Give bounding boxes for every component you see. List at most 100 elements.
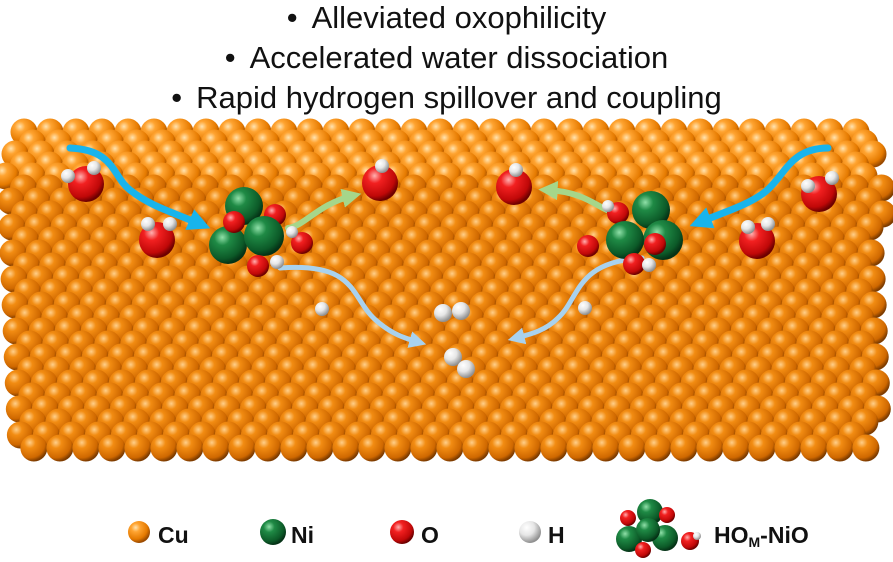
h-atom	[509, 163, 523, 177]
copper-slab	[0, 118, 893, 462]
cu-atom	[748, 434, 776, 462]
bullet-dot: •	[224, 40, 236, 75]
legend-cluster-icon	[659, 507, 675, 523]
cu-atom	[358, 434, 386, 462]
bullet-text: Accelerated water dissociation	[249, 40, 669, 75]
h-atom	[434, 304, 452, 322]
water-arrow-right	[689, 144, 832, 229]
cu-atom	[800, 434, 828, 462]
legend-label-h: H	[548, 522, 565, 548]
o-atom	[362, 165, 398, 201]
o-atom	[247, 255, 269, 277]
legend-cluster-sub: M	[748, 534, 761, 550]
legend-cluster-icon	[693, 532, 701, 540]
cu-atom	[644, 434, 672, 462]
cu-atom	[852, 434, 880, 462]
legend-label-o: O	[421, 522, 439, 548]
h-atom	[741, 220, 755, 234]
legend-cluster-icon	[620, 510, 636, 526]
bullet-item: • Rapid hydrogen spillover and coupling	[0, 80, 893, 116]
h-atom	[87, 161, 101, 175]
cu-atom	[540, 434, 568, 462]
bullet-dot: •	[286, 0, 298, 35]
legend-o-icon	[390, 520, 414, 544]
water-arrow-left	[66, 144, 211, 230]
cu-atom	[514, 434, 542, 462]
legend-cluster-main: HO	[714, 522, 749, 548]
cu-atom	[618, 434, 646, 462]
h-atom	[457, 360, 475, 378]
h-atom	[801, 179, 815, 193]
h-atom	[761, 217, 775, 231]
o-atom	[623, 253, 645, 275]
h-atom	[375, 159, 389, 173]
o-atom	[644, 233, 666, 255]
cu-atom	[826, 434, 854, 462]
cu-atom	[72, 434, 100, 462]
o-atom	[223, 211, 245, 233]
hydrogen-arrow-right	[507, 255, 645, 345]
cu-atom	[566, 434, 594, 462]
cu-atom	[202, 434, 230, 462]
legend-cluster-icon	[637, 499, 663, 525]
adsorbed-molecules	[61, 159, 839, 378]
cu-atom	[670, 434, 698, 462]
h-atom	[578, 301, 592, 315]
ni-atom	[606, 221, 644, 259]
bullet-text: Rapid hydrogen spillover and coupling	[196, 80, 722, 115]
cu-atom	[124, 434, 152, 462]
legend-ni-icon	[260, 519, 286, 545]
legend-cluster-icon	[616, 526, 642, 552]
legend	[128, 499, 701, 558]
cu-atom	[722, 434, 750, 462]
legend-label-cu: Cu	[158, 522, 189, 548]
bullet-dot: •	[171, 80, 183, 115]
cu-atom	[306, 434, 334, 462]
h-atom	[61, 169, 75, 183]
o-atom	[291, 232, 313, 254]
legend-label-cluster: HOM-NiO	[714, 522, 809, 555]
cu-atom	[332, 434, 360, 462]
o-atom	[577, 235, 599, 257]
cu-atom	[150, 434, 178, 462]
bullet-text: Alleviated oxophilicity	[311, 0, 607, 35]
cu-atom	[436, 434, 464, 462]
cu-atom	[384, 434, 412, 462]
legend-cu-icon	[128, 521, 150, 543]
h-atom	[270, 255, 284, 269]
o-atom	[68, 166, 104, 202]
bullet-item: • Accelerated water dissociation	[0, 40, 893, 76]
legend-cluster-icon	[635, 542, 651, 558]
bullet-item: • Alleviated oxophilicity	[0, 0, 893, 36]
h-atom	[602, 200, 614, 212]
cu-atom	[280, 434, 308, 462]
cu-atom	[774, 434, 802, 462]
h-atom	[315, 302, 329, 316]
h-atom	[286, 226, 298, 238]
legend-cluster-tail: -NiO	[760, 522, 809, 548]
ni-atom	[244, 216, 284, 256]
cu-atom	[46, 434, 74, 462]
legend-h-icon	[519, 521, 541, 543]
cu-atom	[254, 434, 282, 462]
ni-atom	[632, 191, 670, 229]
legend-label-ni: Ni	[291, 522, 314, 548]
cu-atom	[696, 434, 724, 462]
h-atom	[444, 348, 462, 366]
h-atom	[452, 302, 470, 320]
cu-atom	[20, 434, 48, 462]
cu-atom	[176, 434, 204, 462]
o-atom	[496, 169, 532, 205]
legend-cluster-icon	[636, 518, 660, 542]
cu-atom	[98, 434, 126, 462]
h-atom	[825, 171, 839, 185]
cu-atom	[410, 434, 438, 462]
cu-atom	[488, 434, 516, 462]
hydrogen-arrow-left	[277, 264, 427, 348]
h-atom	[141, 217, 155, 231]
ni-atom	[209, 226, 247, 264]
h-atom	[163, 217, 177, 231]
h-atom	[642, 258, 656, 272]
cu-atom	[462, 434, 490, 462]
